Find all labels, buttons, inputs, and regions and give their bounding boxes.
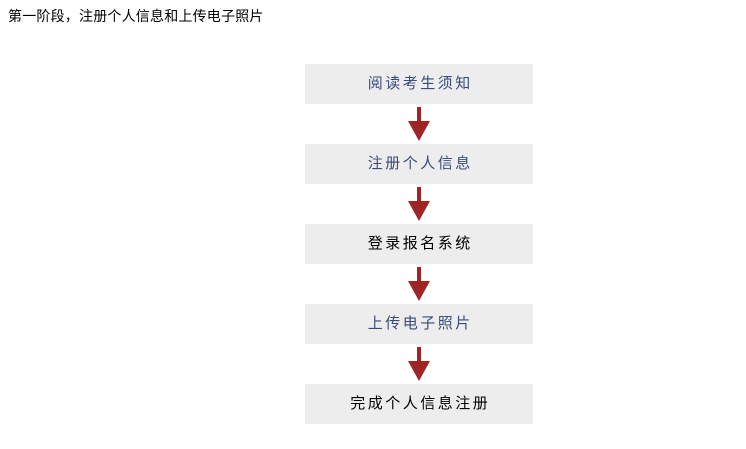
flow-connector-2	[305, 184, 533, 224]
arrow-shaft	[417, 107, 421, 124]
flow-connector-4	[305, 344, 533, 384]
flow-step-2: 注册个人信息	[305, 144, 533, 184]
arrow-shaft	[417, 267, 421, 284]
flow-step-3: 登录报名系统	[305, 224, 533, 264]
flow-step-2-label: 注册个人信息	[367, 155, 473, 172]
flow-connector-3	[305, 264, 533, 304]
arrow-shaft	[417, 347, 421, 364]
arrow-shaft	[417, 187, 421, 204]
registration-flowchart: 阅读考生须知 注册个人信息 登录报名系统 上传电子照片 完成个人	[305, 64, 533, 424]
flow-step-4: 上传电子照片	[305, 304, 533, 344]
arrow-head	[408, 121, 430, 141]
arrow-head	[408, 361, 430, 381]
arrow-down-icon	[408, 187, 430, 221]
arrow-head	[408, 201, 430, 221]
flow-step-5-label: 完成个人信息注册	[350, 395, 491, 412]
arrow-down-icon	[408, 267, 430, 301]
arrow-down-icon	[408, 107, 430, 141]
arrow-head	[408, 281, 430, 301]
flow-step-3-label: 登录报名系统	[367, 235, 473, 252]
arrow-down-icon	[408, 347, 430, 381]
flow-connector-1	[305, 104, 533, 144]
flow-step-1: 阅读考生须知	[305, 64, 533, 104]
flow-step-4-label: 上传电子照片	[367, 315, 473, 332]
page-title: 第一阶段，注册个人信息和上传电子照片	[8, 8, 264, 24]
flow-step-5: 完成个人信息注册	[305, 384, 533, 424]
flow-step-1-label: 阅读考生须知	[367, 75, 473, 92]
